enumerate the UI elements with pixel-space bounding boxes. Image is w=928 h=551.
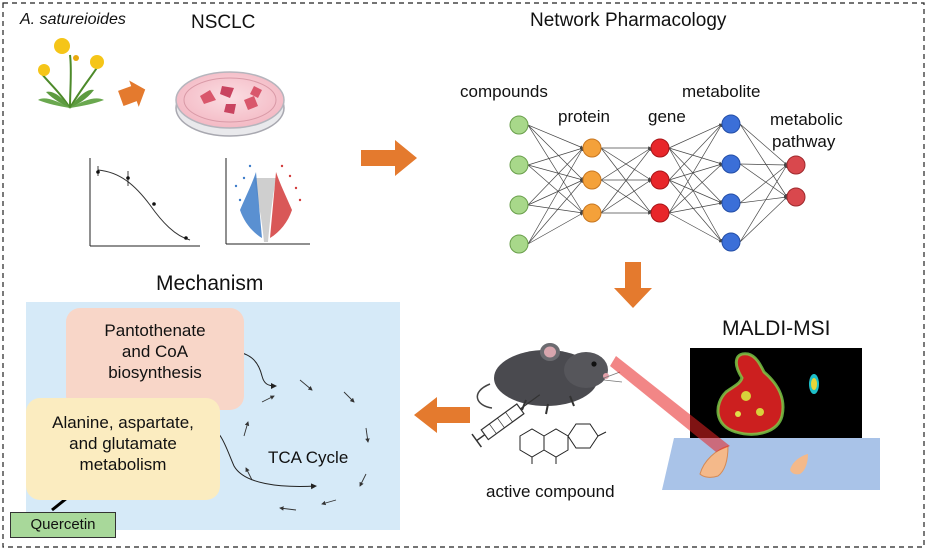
network-edge — [739, 123, 788, 198]
pathway-node — [786, 187, 806, 207]
petri-dish-icon — [175, 71, 285, 137]
alanine-line3: metabolism — [79, 455, 167, 474]
network-edge — [527, 147, 584, 166]
pathway-label-line2: pathway — [772, 132, 836, 151]
network-edge — [600, 147, 652, 214]
network-edge — [668, 201, 723, 214]
network-edge — [668, 147, 723, 204]
network-edge — [527, 179, 584, 245]
metabolite-node — [721, 154, 741, 174]
nsclc-label: NSCLC — [191, 12, 256, 33]
metabolite-label: metabolite — [682, 82, 761, 101]
network-edge — [668, 212, 723, 243]
network-edge — [668, 123, 723, 181]
network-edge — [527, 204, 584, 215]
metabolite-node — [721, 114, 741, 134]
tca-cycle-arrows — [243, 379, 370, 511]
network-edge — [668, 147, 723, 165]
pantothenate-line1: Pantothenate — [104, 321, 206, 340]
mouse-icon — [476, 343, 623, 415]
network-edge — [668, 123, 723, 149]
maldi-title: MALDI-MSI — [722, 317, 831, 340]
network-nodes — [509, 114, 806, 254]
compound-node — [509, 155, 529, 175]
protein-node — [582, 170, 602, 190]
network-edge — [527, 147, 584, 206]
compound-structure-icon — [519, 423, 607, 464]
network-edge — [527, 124, 584, 149]
protein-node — [582, 203, 602, 223]
network-edge — [739, 163, 788, 198]
network-edge — [527, 212, 584, 245]
gene-label: gene — [648, 107, 686, 126]
network-edge — [739, 163, 788, 167]
active-compound-label: active compound — [486, 482, 615, 501]
protein-label: protein — [558, 107, 610, 126]
network-edge — [527, 164, 584, 214]
compounds-label: compounds — [460, 82, 548, 101]
compound-node — [509, 195, 529, 215]
network-edge — [668, 123, 723, 214]
network-edge — [668, 163, 723, 214]
alanine-box: Alanine, aspartate, and glutamate metabo… — [26, 398, 220, 500]
quercetin-label: Quercetin — [10, 512, 116, 538]
network-edge — [739, 123, 788, 166]
network-edge — [668, 147, 723, 243]
mechanism-title: Mechanism — [156, 272, 264, 295]
gene-node — [650, 170, 670, 190]
maldi-image — [610, 348, 880, 490]
compound-node — [509, 234, 529, 254]
network-edges — [527, 123, 788, 245]
pantothenate-line3: biosynthesis — [108, 363, 202, 382]
arrow-to-maldi — [614, 262, 652, 308]
arrow-plant-to-dish — [118, 80, 146, 107]
network-edge — [527, 124, 584, 181]
metabolite-node — [721, 232, 741, 252]
pathway-label-line1: metabolic — [770, 110, 843, 129]
network-edge — [739, 164, 788, 204]
arrow-to-mechanism — [414, 397, 470, 433]
syringe-icon — [471, 394, 541, 448]
alanine-line2: and glutamate — [69, 434, 177, 453]
network-title: Network Pharmacology — [530, 10, 727, 31]
tca-cycle-label: TCA Cycle — [268, 448, 349, 467]
network-edge — [600, 147, 652, 181]
pathway-node — [786, 155, 806, 175]
network-edge — [668, 179, 723, 243]
protein-node — [582, 138, 602, 158]
metabolite-node — [721, 193, 741, 213]
species-label: A. satureioides — [20, 11, 126, 28]
pantothenate-box: Pantothenate and CoA biosynthesis — [66, 308, 244, 410]
network-edge — [527, 179, 584, 206]
alanine-line1: Alanine, aspartate, — [52, 413, 194, 432]
gene-node — [650, 138, 670, 158]
network-edge — [668, 163, 723, 181]
dose-response-plot — [89, 158, 200, 247]
network-edge — [527, 164, 584, 181]
network-edge — [739, 195, 788, 204]
network-edge — [600, 179, 652, 214]
plant-icon — [38, 38, 104, 109]
network-edge — [668, 179, 723, 204]
network-edge — [739, 196, 788, 243]
network-edge — [739, 164, 788, 243]
gene-node — [650, 203, 670, 223]
arrow-to-network — [361, 140, 417, 176]
volcano-plot — [225, 158, 310, 245]
pantothenate-line2: and CoA — [121, 342, 189, 361]
network-edge — [527, 147, 584, 245]
network-edge — [527, 124, 584, 214]
compound-node — [509, 115, 529, 135]
